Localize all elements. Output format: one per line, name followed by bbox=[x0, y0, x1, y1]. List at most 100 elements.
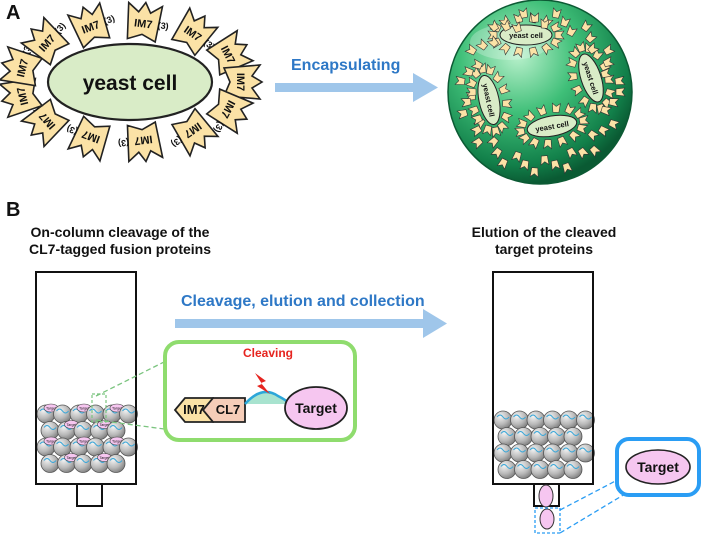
resin-bead bbox=[497, 460, 517, 479]
sphere-im7-mark bbox=[567, 45, 581, 59]
sphere-im7-mark bbox=[482, 124, 492, 137]
cleavage-zoom-box bbox=[163, 340, 357, 442]
yeast-cell bbox=[46, 42, 214, 122]
cleaving-label: Cleaving bbox=[243, 346, 293, 360]
im7-tag-label: IM7 bbox=[15, 58, 31, 79]
im7-tag: IM7(3) bbox=[66, 1, 116, 50]
resin-bead bbox=[526, 410, 546, 430]
sphere-im7-mark bbox=[540, 18, 550, 29]
im7-count-label: (3) bbox=[102, 13, 116, 26]
sphere-im7-mark bbox=[464, 76, 478, 89]
im7-count-label: (3) bbox=[212, 120, 226, 134]
sphere-im7-mark bbox=[615, 87, 626, 97]
resin-bead bbox=[497, 427, 517, 446]
sphere-im7-mark bbox=[460, 98, 472, 108]
im7-tag: IM7(3) bbox=[170, 6, 220, 57]
resin-bead bbox=[119, 437, 138, 457]
left-heading-line1: On-column cleavage of the bbox=[30, 224, 210, 240]
sphere-im7-mark bbox=[568, 130, 582, 143]
sphere-im7-mark bbox=[491, 126, 502, 138]
sphere-im7-mark bbox=[497, 121, 510, 134]
sphere-im7-mark bbox=[578, 115, 590, 125]
im7-tag: IM7(3) bbox=[169, 107, 220, 158]
im7-ring: IM7(3)IM7(3)IM7(3)IM7(3)IM7(3)IM7(3)IM7(… bbox=[0, 0, 264, 164]
bead-linker bbox=[533, 431, 547, 436]
sphere-im7-mark bbox=[498, 42, 511, 56]
bead-linker bbox=[43, 425, 57, 430]
sphere-im7-mark bbox=[470, 137, 484, 150]
sphere-im7-mark bbox=[575, 40, 586, 53]
bead-linker bbox=[546, 447, 559, 453]
bead-target-label: Target bbox=[100, 456, 110, 460]
sphere-im7-mark bbox=[608, 119, 621, 131]
sphere-im7-mark bbox=[496, 157, 509, 171]
sphere-im7-mark bbox=[570, 84, 583, 97]
sphere-im7-mark bbox=[600, 105, 613, 117]
sphere-im7-mark bbox=[614, 75, 626, 85]
right-column-heading: Elution of the cleaved target proteins bbox=[448, 224, 640, 258]
resin-bead bbox=[73, 454, 93, 473]
sphere-im7-mark bbox=[587, 42, 600, 55]
left-column-heading: On-column cleavage of the CL7-tagged fus… bbox=[4, 224, 236, 258]
sphere-im7-mark bbox=[541, 42, 554, 56]
im7-tag: IM7(3) bbox=[0, 42, 44, 87]
resin-bead bbox=[547, 460, 566, 479]
bead-linker bbox=[500, 464, 514, 469]
sphere-im7-mark bbox=[543, 139, 552, 150]
sphere-im7-mark bbox=[518, 7, 528, 19]
bead-linker bbox=[562, 447, 576, 453]
sphere-im7-mark bbox=[490, 147, 503, 160]
resin-bead bbox=[119, 404, 138, 424]
sphere-im7-mark bbox=[529, 46, 539, 59]
cleavage-arrow bbox=[175, 309, 447, 338]
bead-linker bbox=[566, 431, 580, 436]
bead-linker bbox=[76, 425, 90, 430]
sphere-im7-mark bbox=[487, 30, 498, 40]
eluted-target-label: Target bbox=[637, 459, 679, 475]
im7-tag: IM7(3) bbox=[65, 114, 111, 163]
resin-bead bbox=[493, 443, 513, 463]
sphere-im7-mark bbox=[469, 125, 483, 138]
panel-b-label: B bbox=[6, 199, 21, 221]
sphere-im7-mark bbox=[577, 95, 590, 109]
sphere-im7-mark bbox=[587, 102, 597, 114]
resin-bead bbox=[514, 427, 533, 446]
sphere-im7-mark bbox=[580, 19, 593, 32]
bead-target-label: Target bbox=[67, 423, 77, 427]
im7-count-label: (3) bbox=[157, 20, 169, 31]
sphere-im7-mark bbox=[576, 123, 589, 135]
bead-linker bbox=[550, 431, 563, 436]
im7-tag-label: IM7 bbox=[15, 86, 31, 107]
bead-linker bbox=[496, 447, 510, 453]
sphere-im7-mark bbox=[470, 114, 483, 126]
bead-linker bbox=[579, 414, 592, 420]
encapsulating-arrow bbox=[275, 73, 438, 102]
sphere-im7-mark bbox=[528, 137, 540, 150]
bead-linker bbox=[89, 408, 102, 414]
sphere-im7-mark bbox=[567, 72, 578, 82]
sphere-im7-mark bbox=[577, 147, 590, 160]
bead-target-label: Target bbox=[46, 440, 56, 444]
bead-linker bbox=[550, 464, 563, 469]
resin-bead bbox=[530, 460, 550, 479]
sphere-im7-mark bbox=[529, 167, 539, 178]
bead-target-label: Target bbox=[112, 440, 122, 444]
encapsulating-label: Encapsulating bbox=[291, 57, 401, 74]
sphere-im7-mark bbox=[608, 98, 620, 108]
bead-linker bbox=[562, 414, 576, 420]
sphere-cell-label: yeast cell bbox=[509, 31, 543, 40]
sphere-im7-mark bbox=[604, 88, 617, 100]
eluted-targets bbox=[534, 437, 701, 534]
sphere-im7-mark bbox=[564, 102, 576, 115]
bead-linker bbox=[546, 414, 559, 420]
sphere-yeast-cell: yeast cell bbox=[514, 102, 590, 150]
bead-linker bbox=[109, 425, 123, 430]
sphere-im7-mark bbox=[597, 125, 611, 138]
im7-tag-label: IM7 bbox=[133, 133, 153, 147]
left-heading-line2: CL7-tagged fusion proteins bbox=[29, 241, 211, 257]
zoom-im7-label: IM7 bbox=[183, 402, 205, 417]
resin-bead bbox=[40, 454, 60, 473]
im7-count-label: (3) bbox=[118, 137, 130, 148]
sphere-im7-mark bbox=[500, 111, 514, 124]
